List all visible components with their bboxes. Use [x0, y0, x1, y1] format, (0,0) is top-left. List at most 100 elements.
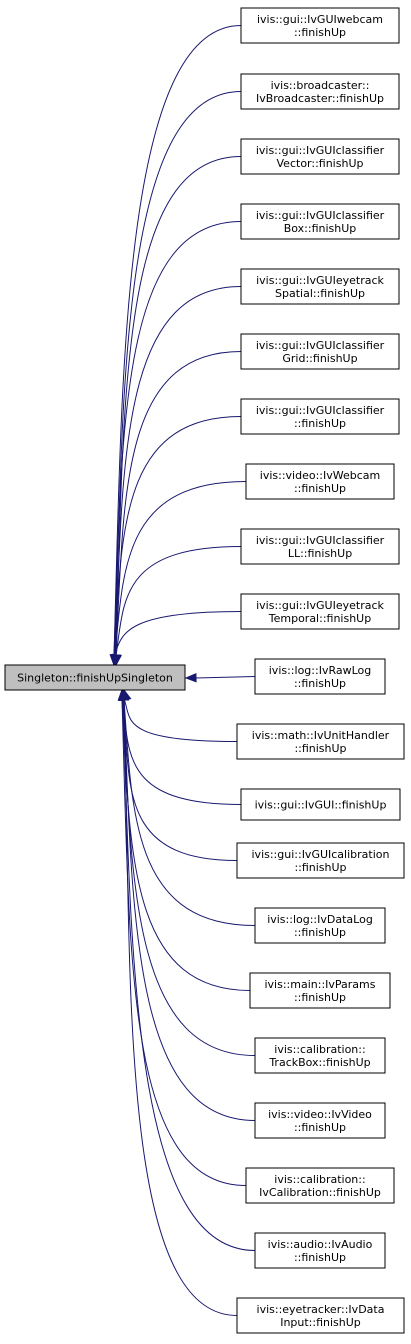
node-ivwebcam[interactable]: ivis::video::IvWebcam::finishUp [245, 463, 395, 500]
arrowhead-ivdatainput [119, 688, 130, 701]
edge-ivguiclassifiergrid [115, 351, 242, 657]
node-label-ivguiclassifiergrid-line-1: ivis::gui::IvGUIclassifier [256, 339, 385, 352]
node-label-ivguiclassifier-line-2: ::finishUp [294, 417, 346, 430]
node-label-ivgui-line-1: ivis::gui::IvGUI::finishUp [255, 799, 387, 812]
node-ivvideo[interactable]: ivis::video::IvVideo::finishUp [254, 1102, 386, 1139]
node-ivcalibration[interactable]: ivis::calibration::IvCalibration::finish… [245, 1167, 395, 1204]
node-label-ivaudio-line-1: ivis::audio::IvAudio [268, 1238, 373, 1251]
node-label-ivunithandler-line-1: ivis::math::IvUnitHandler [252, 729, 390, 742]
node-box-ivrawlog [254, 658, 386, 695]
node-label-ivrawlog-line-1: ivis::log::IvRawLog [269, 664, 372, 677]
node-label-ivguiclassifiergrid-line-2: Grid::finishUp [282, 352, 357, 365]
node-ivguieyetracktemporal[interactable]: ivis::gui::IvGUIeyetrackTemporal::finish… [240, 593, 400, 630]
node-label-ivcalibration-line-1: ivis::calibration:: [274, 1173, 365, 1186]
node-ivbroadcaster[interactable]: ivis::broadcaster::IvBroadcaster::finish… [240, 73, 400, 110]
node-ivdatalog[interactable]: ivis::log::IvDataLog::finishUp [254, 907, 386, 944]
node-trackbox[interactable]: ivis::calibration::TrackBox::finishUp [254, 1037, 386, 1074]
edge-ivvideo [123, 698, 256, 1121]
edge-ivdatainput [123, 698, 238, 1316]
node-box-trackbox [254, 1037, 386, 1074]
edge-ivgui [121, 698, 242, 805]
edge-ivaudio [122, 698, 256, 1251]
arrowhead-ivrawlog [184, 673, 197, 683]
node-box-ivbroadcaster [240, 73, 400, 110]
root-node-box [4, 664, 186, 691]
node-label-ivguieyetracktemporal-line-2: Temporal::finishUp [268, 612, 371, 625]
node-label-ivguiclassifierll-line-2: LL::finishUp [288, 547, 352, 560]
node-box-ivwebcam [245, 463, 395, 500]
node-box-ivguieyetrackspatial [240, 268, 400, 305]
node-label-ivguiwebcam-line-1: ivis::gui::IvGUIwebcam [257, 13, 383, 26]
edge-trackbox [122, 698, 256, 1056]
root-node-label-line-1: Singleton::finishUpSingleton [17, 672, 173, 685]
edge-ivunithandler [123, 698, 238, 742]
node-label-ivdatainput-line-2: Input::finishUp [280, 1316, 361, 1329]
node-label-ivbroadcaster-line-2: IvBroadcaster::finishUp [256, 92, 384, 105]
edge-ivguiclassifierll [115, 546, 242, 657]
node-box-ivguiwebcam [240, 7, 400, 44]
edge-ivguieyetracktemporal [113, 611, 242, 657]
node-box-ivvideo [254, 1102, 386, 1139]
node-label-ivwebcam-line-2: ::finishUp [294, 482, 346, 495]
node-box-ivguiclassifier [240, 398, 400, 435]
node-label-ivcalibration-line-2: IvCalibration::finishUp [259, 1186, 381, 1199]
node-box-ivguiclassifierbox [240, 203, 400, 240]
node-label-ivparams-line-1: ivis::main::IvParams [264, 978, 375, 991]
edge-ivwebcam [114, 481, 247, 657]
node-label-ivbroadcaster-line-1: ivis::broadcaster:: [271, 79, 370, 92]
edge-ivcalibration [121, 698, 247, 1186]
node-ivrawlog[interactable]: ivis::log::IvRawLog::finishUp [254, 658, 386, 695]
node-label-ivaudio-line-2: ::finishUp [294, 1251, 346, 1264]
edge-ivguieyetrackspatial [114, 286, 242, 657]
node-box-ivguieyetracktemporal [240, 593, 400, 630]
node-label-ivunithandler-line-2: ::finishUp [294, 742, 346, 755]
node-label-ivguiclassifierbox-line-1: ivis::gui::IvGUIclassifier [256, 209, 385, 222]
edge-ivguiwebcam [113, 25, 242, 657]
node-label-ivdatainput-line-1: ivis::eyetracker::IvData [257, 1303, 385, 1316]
node-label-trackbox-line-2: TrackBox::finishUp [268, 1056, 370, 1069]
node-ivguiclassifiervector[interactable]: ivis::gui::IvGUIclassifierVector::finish… [240, 138, 400, 175]
node-ivguieyetrackspatial[interactable]: ivis::gui::IvGUIeyetrackSpatial::finishU… [240, 268, 400, 305]
node-label-ivguicalibration-line-2: ::finishUp [294, 861, 346, 874]
node-label-ivguieyetrackspatial-line-2: Spatial::finishUp [275, 287, 365, 300]
edge-ivguiclassifierbox [113, 221, 242, 657]
node-label-ivdatalog-line-1: ivis::log::IvDataLog [267, 913, 373, 926]
node-label-ivvideo-line-2: ::finishUp [294, 1121, 346, 1134]
node-ivunithandler[interactable]: ivis::math::IvUnitHandler::finishUp [236, 723, 405, 760]
node-label-ivwebcam-line-1: ivis::video::IvWebcam [260, 469, 380, 482]
arrowhead-ivguieyetracktemporal [112, 653, 122, 667]
node-ivguiclassifier[interactable]: ivis::gui::IvGUIclassifier::finishUp [240, 398, 400, 435]
node-ivguiwebcam[interactable]: ivis::gui::IvGUIwebcam::finishUp [240, 7, 400, 44]
edge-ivbroadcaster [114, 91, 242, 657]
edge-ivdatalog [123, 698, 256, 926]
edge-ivguiclassifier [113, 416, 242, 657]
edges-layer [109, 25, 256, 1316]
node-box-ivguicalibration [236, 842, 405, 879]
node-label-ivdatalog-line-2: ::finishUp [294, 926, 346, 939]
node-box-ivparams [249, 972, 391, 1009]
node-label-ivguiwebcam-line-2: ::finishUp [294, 26, 346, 39]
node-ivparams[interactable]: ivis::main::IvParams::finishUp [249, 972, 391, 1009]
node-box-ivgui [240, 788, 401, 821]
node-ivaudio[interactable]: ivis::audio::IvAudio::finishUp [254, 1232, 386, 1269]
node-label-ivrawlog-line-2: ::finishUp [294, 677, 346, 690]
node-label-ivguieyetrackspatial-line-1: ivis::gui::IvGUIeyetrack [256, 274, 384, 287]
node-label-ivguiclassifierbox-line-2: Box::finishUp [284, 222, 357, 235]
node-label-trackbox-line-1: ivis::calibration:: [274, 1043, 365, 1056]
node-label-ivparams-line-2: ::finishUp [294, 991, 346, 1004]
node-singleton-finishupsingleton[interactable]: Singleton::finishUpSingleton [4, 664, 186, 691]
node-ivgui[interactable]: ivis::gui::IvGUI::finishUp [240, 788, 401, 821]
node-ivguicalibration[interactable]: ivis::gui::IvGUIcalibration::finishUp [236, 842, 405, 879]
nodes-layer: Singleton::finishUpSingletonivis::gui::I… [4, 7, 405, 1334]
edge-ivguiclassifiervector [115, 156, 242, 657]
node-box-ivaudio [254, 1232, 386, 1269]
node-label-ivguiclassifierll-line-1: ivis::gui::IvGUIclassifier [256, 534, 385, 547]
node-box-ivguiclassifierll [240, 528, 400, 565]
node-box-ivunithandler [236, 723, 405, 760]
node-label-ivvideo-line-1: ivis::video::IvVideo [268, 1108, 372, 1121]
